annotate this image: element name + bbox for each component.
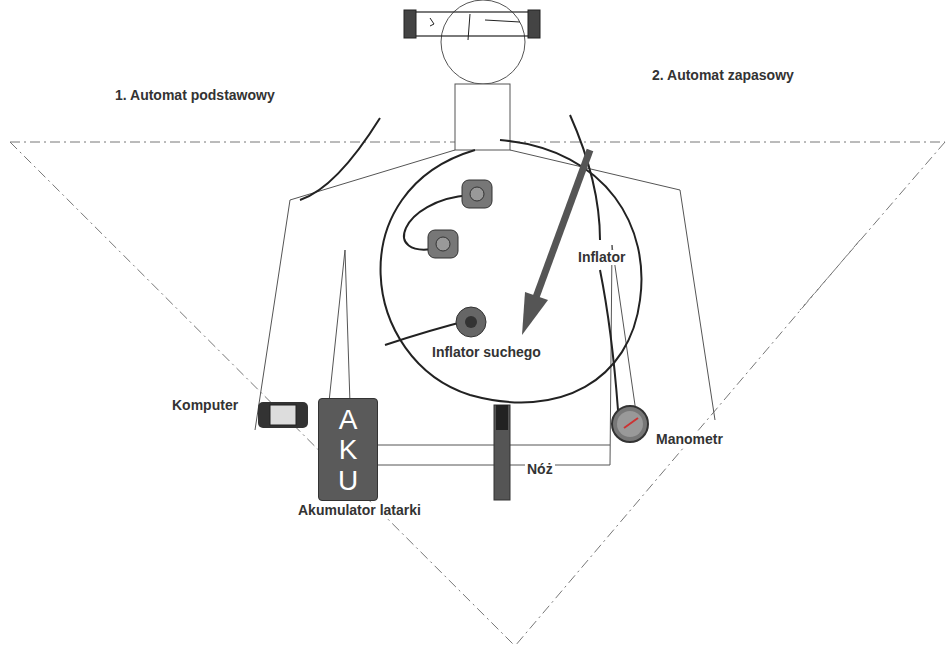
- mask: [404, 10, 540, 40]
- battery-letters: A K U: [334, 405, 362, 496]
- part-label: Manometr: [654, 432, 725, 447]
- computer-watch: [258, 402, 308, 428]
- regulators: [428, 180, 492, 337]
- part-label: Inflator suchego: [430, 345, 543, 360]
- callout-label: 2. Automat zapasowy: [650, 68, 796, 83]
- battery-pack: A K U: [318, 398, 378, 501]
- part-label: Akumulator latarki: [296, 503, 423, 518]
- hoses: [300, 115, 641, 410]
- knife: [494, 405, 510, 500]
- triangle-outline: [10, 142, 945, 646]
- inflator-arrow: [522, 150, 590, 335]
- part-label: Komputer: [170, 398, 240, 413]
- callout-label: 1. Automat podstawowy: [113, 88, 277, 103]
- part-label: Nóż: [525, 462, 555, 477]
- part-label: Inflator: [576, 250, 627, 265]
- pressure-gauge: [612, 406, 648, 442]
